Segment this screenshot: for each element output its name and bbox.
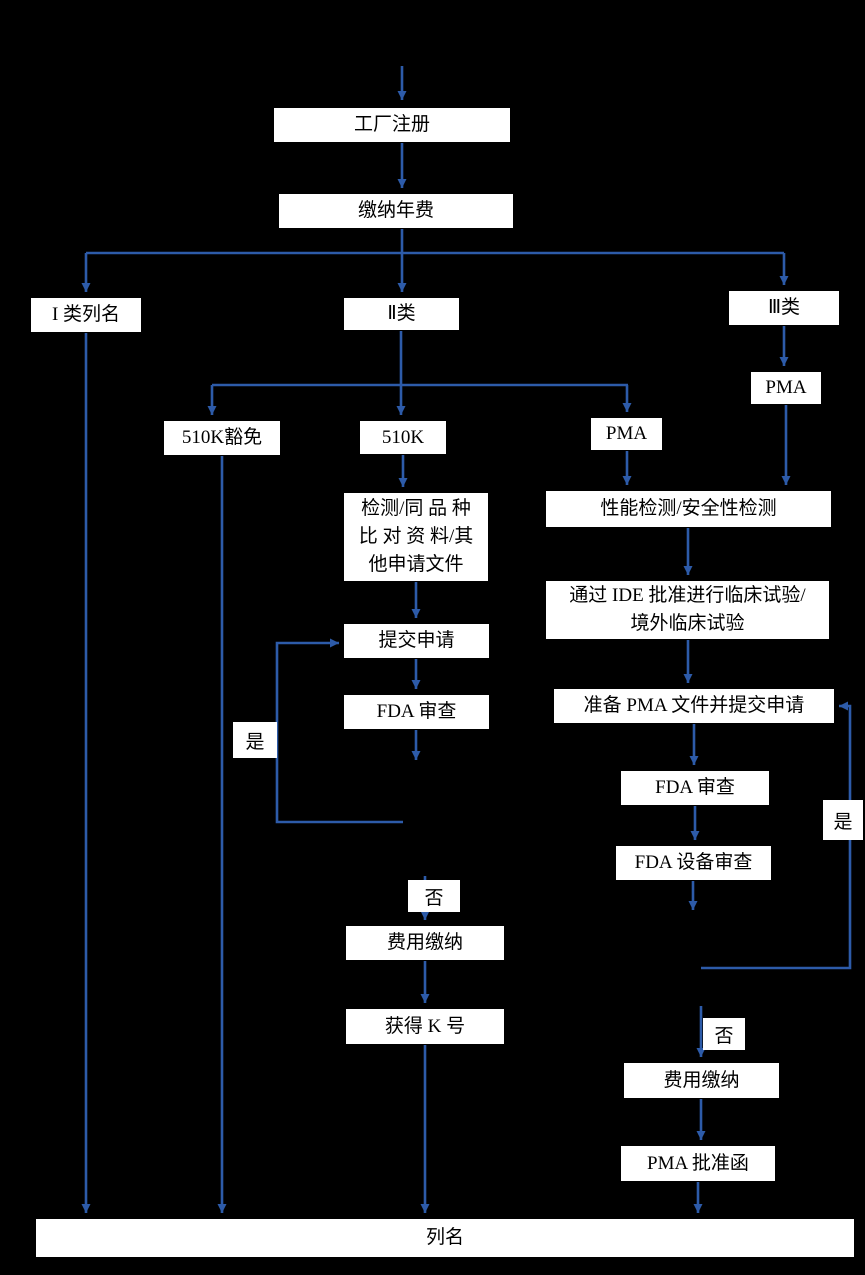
label-yes-left: 是 bbox=[233, 722, 277, 758]
label-no-mid: 否 bbox=[408, 880, 460, 912]
node-annual-fee: 缴纳年费 bbox=[278, 193, 514, 229]
node-test-documents: 检测/同 品 种 比 对 资 料/其 他申请文件 bbox=[343, 492, 489, 582]
node-class2: Ⅱ类 bbox=[343, 297, 460, 331]
node-510k: 510K bbox=[359, 420, 447, 455]
node-prepare-pma: 准备 PMA 文件并提交申请 bbox=[553, 688, 835, 724]
node-pma-under-class3: PMA bbox=[750, 371, 822, 405]
node-factory-registration: 工厂注册 bbox=[273, 107, 511, 143]
node-ide-clinical-trial: 通过 IDE 批准进行临床试验/ 境外临床试验 bbox=[545, 580, 830, 640]
node-fee-payment-right: 费用缴纳 bbox=[623, 1062, 780, 1099]
node-pma-approval-letter: PMA 批准函 bbox=[620, 1145, 776, 1182]
node-class3: Ⅲ类 bbox=[728, 290, 840, 326]
label-yes-right: 是 bbox=[823, 800, 863, 840]
node-fda-review-right: FDA 审查 bbox=[620, 770, 770, 806]
node-fda-device-review: FDA 设备审查 bbox=[615, 845, 772, 881]
loop-yes-left bbox=[275, 638, 403, 824]
node-510k-exempt: 510K豁免 bbox=[163, 420, 281, 456]
node-obtain-k-number: 获得 K 号 bbox=[345, 1008, 505, 1045]
node-performance-test: 性能检测/安全性检测 bbox=[545, 490, 832, 528]
node-submit-application: 提交申请 bbox=[343, 623, 490, 659]
node-fda-review-mid: FDA 审查 bbox=[343, 694, 490, 730]
node-pma-mid: PMA bbox=[590, 417, 663, 451]
node-fee-payment-mid: 费用缴纳 bbox=[345, 925, 505, 961]
label-no-right: 否 bbox=[703, 1018, 745, 1050]
node-listing: 列名 bbox=[35, 1218, 855, 1258]
node-class1-listing: I 类列名 bbox=[30, 297, 142, 333]
